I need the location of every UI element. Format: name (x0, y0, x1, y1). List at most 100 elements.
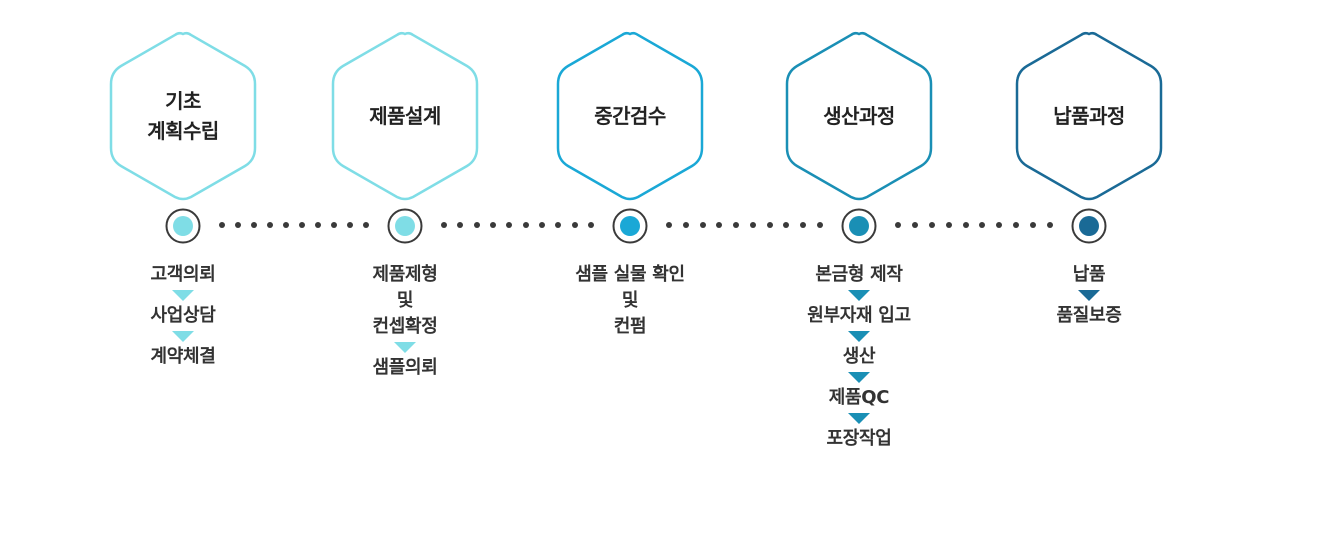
connector-dot (979, 222, 986, 228)
step-label: 사업상담 (150, 305, 216, 326)
connector-dot (588, 222, 594, 228)
connector-dot (315, 222, 321, 228)
node-dot (173, 216, 193, 236)
down-arrow-icon (172, 331, 194, 342)
connector-dot (1030, 222, 1037, 228)
step-label: 제품QC (828, 387, 890, 408)
connector-dot (928, 222, 935, 228)
node-dot (849, 216, 869, 236)
hexagon-shape (1015, 31, 1163, 201)
connector-dot (800, 222, 807, 228)
connector-dot (962, 222, 969, 228)
stage-hexagon: 생산과정 (783, 30, 935, 202)
down-arrow-icon (848, 413, 870, 424)
connector-dot (895, 222, 901, 228)
stage-hexagon: 중간검수 (554, 30, 706, 202)
connector-dot (490, 222, 496, 228)
hexagon-shape (785, 31, 933, 201)
step-label: 고객의뢰 (150, 264, 216, 285)
connector-dot (716, 222, 723, 228)
hexagon-outline (785, 31, 933, 201)
connector-dot (783, 222, 790, 228)
hexagon-shape (556, 31, 704, 201)
connector-dot (251, 222, 257, 228)
hexagon-outline (109, 31, 257, 201)
connector-dot (299, 222, 305, 228)
connector-dot (1047, 222, 1053, 228)
timeline-connector (219, 222, 369, 230)
step-label: 포장작업 (826, 428, 892, 449)
hexagon-outline (1015, 31, 1163, 201)
stage-hexagon: 기초 계획수립 (107, 30, 259, 202)
step-label: 생산 (842, 346, 876, 367)
connector-dot (996, 222, 1003, 228)
down-arrow-icon (848, 372, 870, 383)
connector-dot (347, 222, 353, 228)
down-arrow-icon (848, 290, 870, 301)
connector-dot (363, 222, 369, 228)
node-dot (1079, 216, 1099, 236)
timeline-connector (666, 222, 823, 230)
hexagon-shape (109, 31, 257, 201)
connector-dot (766, 222, 773, 228)
timeline-node (841, 208, 877, 244)
hexagon-outline (556, 31, 704, 201)
connector-dot (666, 222, 672, 228)
connector-dot (522, 222, 529, 228)
connector-dot (283, 222, 289, 228)
connector-dot (733, 222, 740, 228)
hexagon-outline (331, 31, 479, 201)
connector-dot (473, 222, 480, 228)
connector-dot (699, 222, 706, 228)
connector-dot (457, 222, 464, 228)
step-label: 샘플의뢰 (372, 357, 438, 378)
hexagon-shape (331, 31, 479, 201)
connector-dot (945, 222, 952, 228)
connector-dot (749, 222, 756, 228)
connector-dot (219, 222, 225, 228)
connector-dot (555, 222, 562, 228)
stage-title: 납품과정 (1053, 104, 1125, 128)
connector-dot (331, 222, 337, 228)
timeline-node (165, 208, 201, 244)
down-arrow-icon (172, 290, 194, 301)
timeline-node (387, 208, 423, 244)
connector-dot (682, 222, 689, 228)
step-label: 원부자재 입고 (807, 305, 911, 326)
down-arrow-icon (394, 342, 416, 353)
timeline-node (1071, 208, 1107, 244)
stage-title: 기초 계획수립 (147, 89, 219, 143)
step-label: 납품 (1072, 264, 1106, 285)
connector-dot (506, 222, 513, 228)
timeline-node (612, 208, 648, 244)
stage-steps: 샘플 실물 확인 및 컨펌 (520, 262, 740, 340)
step-label: 본금형 제작 (815, 264, 903, 285)
timeline-connector (441, 222, 594, 230)
connector-dot (911, 222, 918, 228)
step-label: 품질보증 (1056, 305, 1122, 326)
step-label: 샘플 실물 확인 및 컨펌 (575, 264, 685, 337)
stage-title: 생산과정 (823, 104, 895, 128)
stage-hexagon: 제품설계 (329, 30, 481, 202)
stage-title: 제품설계 (369, 104, 441, 128)
node-dot (395, 216, 415, 236)
connector-dot (571, 222, 578, 228)
step-label: 제품제형 및 컨셉확정 (372, 264, 438, 337)
connector-dot (267, 222, 273, 228)
connector-dot (817, 222, 823, 228)
stage-title: 중간검수 (594, 104, 666, 128)
stage-hexagon: 납품과정 (1013, 30, 1165, 202)
step-label: 계약체결 (150, 346, 216, 367)
node-dot (620, 216, 640, 236)
timeline-connector (895, 222, 1053, 230)
connector-dot (1013, 222, 1020, 228)
down-arrow-icon (848, 331, 870, 342)
connector-dot (235, 222, 241, 228)
connector-dot (441, 222, 447, 228)
connector-dot (539, 222, 545, 228)
